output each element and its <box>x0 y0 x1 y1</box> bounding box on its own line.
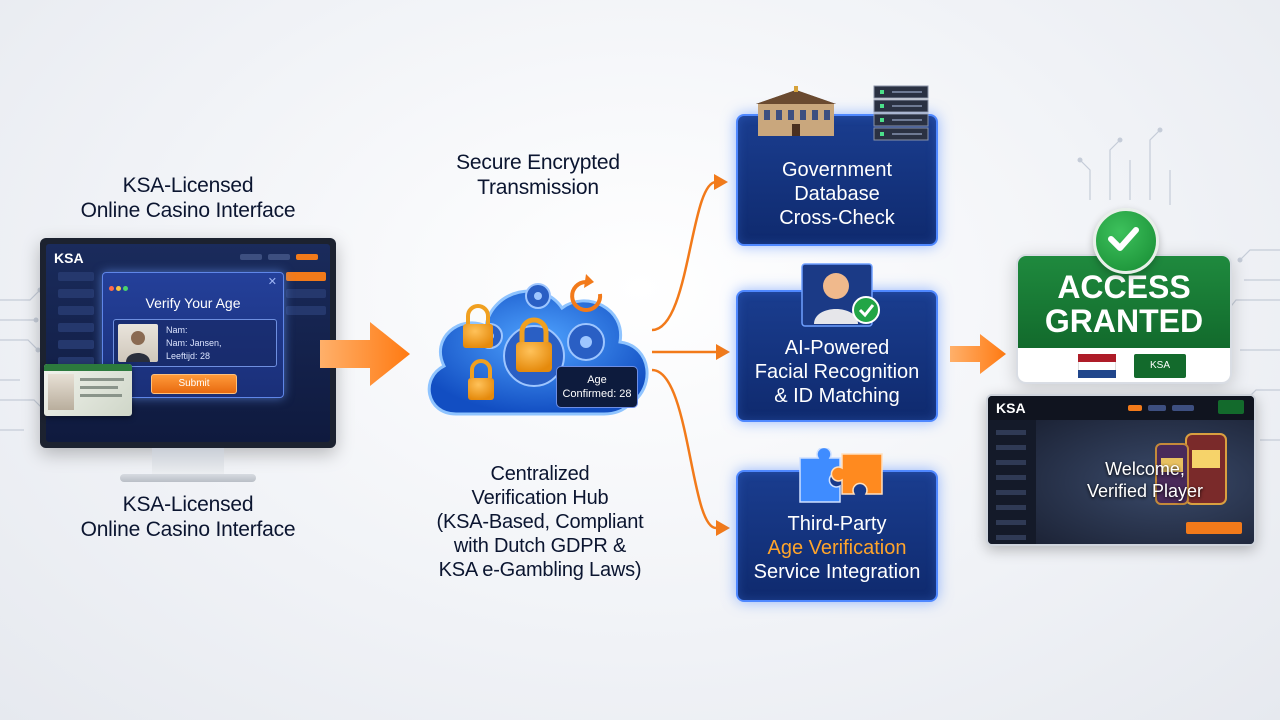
age-badge-line2: Confirmed: 28 <box>562 388 632 400</box>
welcome-play-button[interactable] <box>1186 522 1242 534</box>
id-photo-icon <box>118 324 158 362</box>
monitor-stand <box>152 448 224 476</box>
welcome-message: Welcome, Verified Player <box>1036 458 1254 502</box>
access-granted-banner: ACCESS GRANTED <box>1018 256 1230 348</box>
monitor-top-nav[interactable] <box>240 254 318 260</box>
welcome-line1: Welcome, <box>1105 459 1185 479</box>
verify-age-modal: ✕ Verify Your Age Nam: Nam: Jansen, Leef… <box>102 272 284 398</box>
monitor-brand-logo: KSA <box>54 250 84 266</box>
welcome-top-nav[interactable] <box>1128 405 1194 411</box>
physical-id-card <box>44 364 132 416</box>
modal-close-icon[interactable]: ✕ <box>267 276 277 288</box>
government-building-icon-top <box>756 86 836 136</box>
welcome-sidebar <box>988 420 1036 544</box>
hub-caption: Centralized Verification Hub (KSA-Based,… <box>410 462 670 582</box>
left-caption-top: KSA-Licensed Online Casino Interface <box>40 173 336 223</box>
welcome-screen: KSA Welcome, Verified Player <box>986 394 1256 546</box>
welcome-topbar: KSA <box>988 396 1254 420</box>
slot-machines-icon <box>1155 433 1227 505</box>
database-line1: Government <box>781 159 893 181</box>
transmission-line1: Secure Encrypted <box>456 151 620 174</box>
granted-line2: GRANTED <box>1044 303 1204 339</box>
puzzle-pieces-icon <box>799 448 883 503</box>
left-caption-bottom-line2: Online Casino Interface <box>80 518 296 541</box>
transmission-line2: Transmission <box>477 176 599 199</box>
id-line-2: Nam: Jansen, <box>166 338 222 348</box>
transmission-caption: Secure Encrypted Transmission <box>420 150 656 200</box>
welcome-brand-text: KSA <box>996 400 1026 416</box>
hub-caption-line5: KSA e-Gambling Laws) <box>438 559 642 581</box>
verification-hub-cloud-icon <box>427 274 649 416</box>
dutch-flag-icon <box>1078 354 1116 378</box>
hub-caption-line3: (KSA-Based, Compliant <box>436 511 644 533</box>
database-line3: Cross-Check <box>779 207 895 229</box>
hub-caption-line1: Centralized <box>490 463 590 485</box>
welcome-ksa-badge <box>1218 400 1244 414</box>
id-line-3: Leeftijd: 28 <box>166 351 211 361</box>
access-granted-card: ACCESS GRANTED KSA <box>1016 254 1232 384</box>
third-party-line3: Service Integration <box>753 561 921 583</box>
monitor-brand-text: KSA <box>54 250 84 266</box>
left-caption-bottom: KSA-Licensed Online Casino Interface <box>40 492 336 542</box>
granted-line1: ACCESS <box>1057 269 1191 305</box>
left-caption-bottom-line1: KSA-Licensed <box>122 493 254 516</box>
casino-monitor: KSA ✕ Verify Your Age Nam: Nam: Jansen, … <box>40 238 336 448</box>
modal-title: Verify Your Age <box>145 295 241 311</box>
digital-id-card: Nam: Nam: Jansen, Leeftijd: 28 <box>113 319 277 367</box>
age-badge-line1: Age <box>587 374 607 386</box>
server-rack-icon-top <box>873 85 929 141</box>
facial-line1: AI-Powered <box>784 337 890 359</box>
welcome-brand-logo: KSA <box>996 400 1026 416</box>
submit-button[interactable]: Submit <box>151 374 237 394</box>
monitor-right-column <box>286 272 326 323</box>
monitor-base <box>120 474 256 482</box>
monitor-sidebar <box>58 272 94 374</box>
facial-line2: Facial Recognition <box>754 361 920 383</box>
flow-arrow-right-icon <box>320 322 410 386</box>
third-party-line2: Age Verification <box>767 537 907 559</box>
id-details: Nam: Nam: Jansen, Leeftijd: 28 <box>166 324 222 363</box>
modal-dots <box>109 278 128 296</box>
face-scan-icon <box>801 263 880 327</box>
welcome-line2: Verified Player <box>1086 481 1204 501</box>
id-line-1: Nam: <box>166 325 188 335</box>
hub-caption-line4: with Dutch GDPR & <box>453 535 627 557</box>
left-caption-top-line2: Online Casino Interface <box>80 199 296 222</box>
flow-arrow-right-icon-2 <box>950 334 1006 374</box>
left-caption-top-line1: KSA-Licensed <box>122 174 254 197</box>
third-party-line1: Third-Party <box>787 513 887 535</box>
age-confirmed-badge: Age Confirmed: 28 <box>556 366 638 408</box>
database-line2: Database <box>794 183 880 205</box>
facial-line3: & ID Matching <box>774 385 900 407</box>
hub-caption-line2: Verification Hub <box>471 487 609 509</box>
checkmark-icon <box>1093 208 1159 274</box>
ksa-logo-badge: KSA <box>1134 354 1186 378</box>
